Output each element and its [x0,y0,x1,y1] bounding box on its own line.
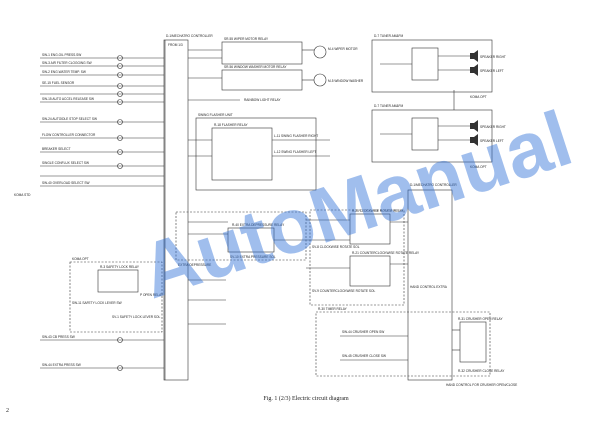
safety-lever-label: SW-11 SAFETY LOCK LEVER SW [72,301,122,305]
p-open-relay-label: P OPEN RELAY [140,293,164,297]
mechatro-controller-right-box [407,189,453,381]
auto-accel-label: SW-15 AUTO ACCEL RELEASE SW [42,97,94,101]
speaker-icon [470,134,478,146]
swing-flasher-box [195,117,317,191]
flasher-unit-label: SWING FLASHER UNIT [198,113,233,117]
autostop-label: SW-24 AUTOIDLE STOP SELECT SW [42,117,97,121]
from-label: FROM 1/3 [168,43,183,47]
nibbler-close-label: SW-45 CRUSHER CLOSE SW [342,354,386,358]
rotate-relay-box [309,209,405,306]
controller-label: D-1/MECHATRO CONTROLLER [166,34,213,38]
speaker-icon [470,64,478,76]
safety-sol-label: SV-1 SAFETY LOCK LEVER SOL [112,315,161,319]
washer-relay-label: SR-56 WINDOW WASHER MOTOR RELAY [224,65,287,69]
speaker-right-upper: SPEAKER RIGHT [480,55,506,59]
tuner-upper [411,47,439,81]
speaker-right-lower: SPEAKER RIGHT [480,125,506,129]
crusher-box [315,311,491,377]
washer-motor-symbol [313,73,327,87]
washer-label: M-5 WINDOW WASHER [328,79,364,83]
mechatro-controller-left-box [163,39,189,381]
safety-lock-relay [97,269,139,293]
left-switch-wires [40,57,164,369]
watermark: AutoManual [130,94,582,316]
speaker-left-lower: SPEAKER LEFT [480,139,504,143]
wiper-motor-symbol [313,45,327,59]
washer-relay-box [221,69,303,91]
radio-lower-label: D-7 TUNER AM&FM [374,104,404,108]
water-temp-label: SW-2 ENG.WATER TEMP. SW [42,70,86,74]
breaker-label: BREAKER SELECT [42,147,71,151]
clockwise-sol-label: SV-8 CLOCKWISE ROTATE SOL [312,245,360,249]
press-upper-label: SW-43 CB PRESS SW [42,335,75,339]
speaker-left-upper: SPEAKER LEFT [480,69,504,73]
air-filter-label: SW-3 AIR FILTER CLOGGING SW [42,61,92,65]
std-label: KOMA STD [14,193,31,197]
counter-relay-label: R-21 COUNTERCLOCKWISE ROTATE RELAY [352,251,420,255]
safety-relay-label: R-3 SAFETY LOCK RELAY [100,265,140,269]
option-lower: KOMA OPT [470,165,487,169]
counterclockwise-relay [349,255,391,287]
wiper-relay-label: SR-55 WIPER MOTOR RELAY [224,37,269,41]
rainbow-relay-label: RAINBOW LIGHT RELAY [244,98,281,102]
overload-label: SW-40 OVERLOAD SELECT SW [42,181,90,185]
safety-lock-box [69,261,163,333]
clockwise-relay-label: R-20 CLOCKWISE ROTATE RELAY [352,209,404,213]
hand-crusher-label: HAND CONTROL FOR CRUSHER OPEN/CLOSE [446,383,517,387]
nibbler-open-label: SW-44 CRUSHER OPEN SW [342,330,384,334]
combination-label: KOMA OPT [72,257,89,261]
flow-connector-label: FLOW CONTROLLER CONNECTOR [42,133,96,137]
fuel-sensor-label: SE-15 FUEL SENSOR [42,81,75,85]
option-upper: KOMA OPT [470,95,487,99]
radio-amp-upper-box [371,39,493,93]
wiper-relay-box [221,41,303,65]
counter-sol-label: SV-9 COUNTERCLOCKWISE ROTATE SOL [312,289,376,293]
flasher-relay-inner [211,127,273,181]
radio-amp-lower-box [371,109,493,163]
oil-press-label: SW-1 ENG.OIL PRESS.SW [42,53,81,57]
middle-wires [188,49,460,361]
speaker-icon [470,50,478,62]
radio-upper-label: D-7 TUNER AM&FM [374,34,404,38]
hand-control-label: HAND CONTROL EXTRA [410,285,448,289]
clockwise-relay [349,213,391,245]
flasher-left-label: L-12 SWING FLASHER LEFT [274,150,316,154]
extra-sol-label: SV-10 EXTRA PRESSURE SOL [230,255,276,259]
extra-depress-label: EXTRA DEPRESSURE [178,263,211,267]
speaker-icons [470,50,478,146]
crusher-relay [459,321,487,363]
conflux-label: SINGLE CONFLUX SELECT SW [42,161,89,165]
flasher-right-label: L-11 SWING FLASHER RIGHT [274,134,318,138]
figure-caption: Fig. 1 (2/3) Electric circuit diagram [263,396,349,402]
crusher-open-relay-label: R-31 CRUSHER OPEN RELAY [458,317,503,321]
page-number: 2 [6,408,9,414]
extra-relay-label: R-40 EXTRA DEPRESSURE RELAY [232,223,285,227]
radio-wires [380,55,470,141]
speaker-icon [470,120,478,132]
controller-right-label: D-1/MECHATRO CONTROLLER [410,183,457,187]
crusher-close-relay-label: R-32 CRUSHER CLOSE RELAY [458,369,505,373]
crusher-timer-label: R-30 TIMER RELAY [318,307,348,311]
extra-depressure-box [175,211,307,261]
flasher-relay-label: R-18 FLASHER RELAY [214,123,248,127]
wiper-motor-label: M-4 WIPER MOTOR [328,47,358,51]
switch-symbols [117,55,123,371]
press-lower-label: SW-44 EXTRA PRESS SW [42,363,81,367]
